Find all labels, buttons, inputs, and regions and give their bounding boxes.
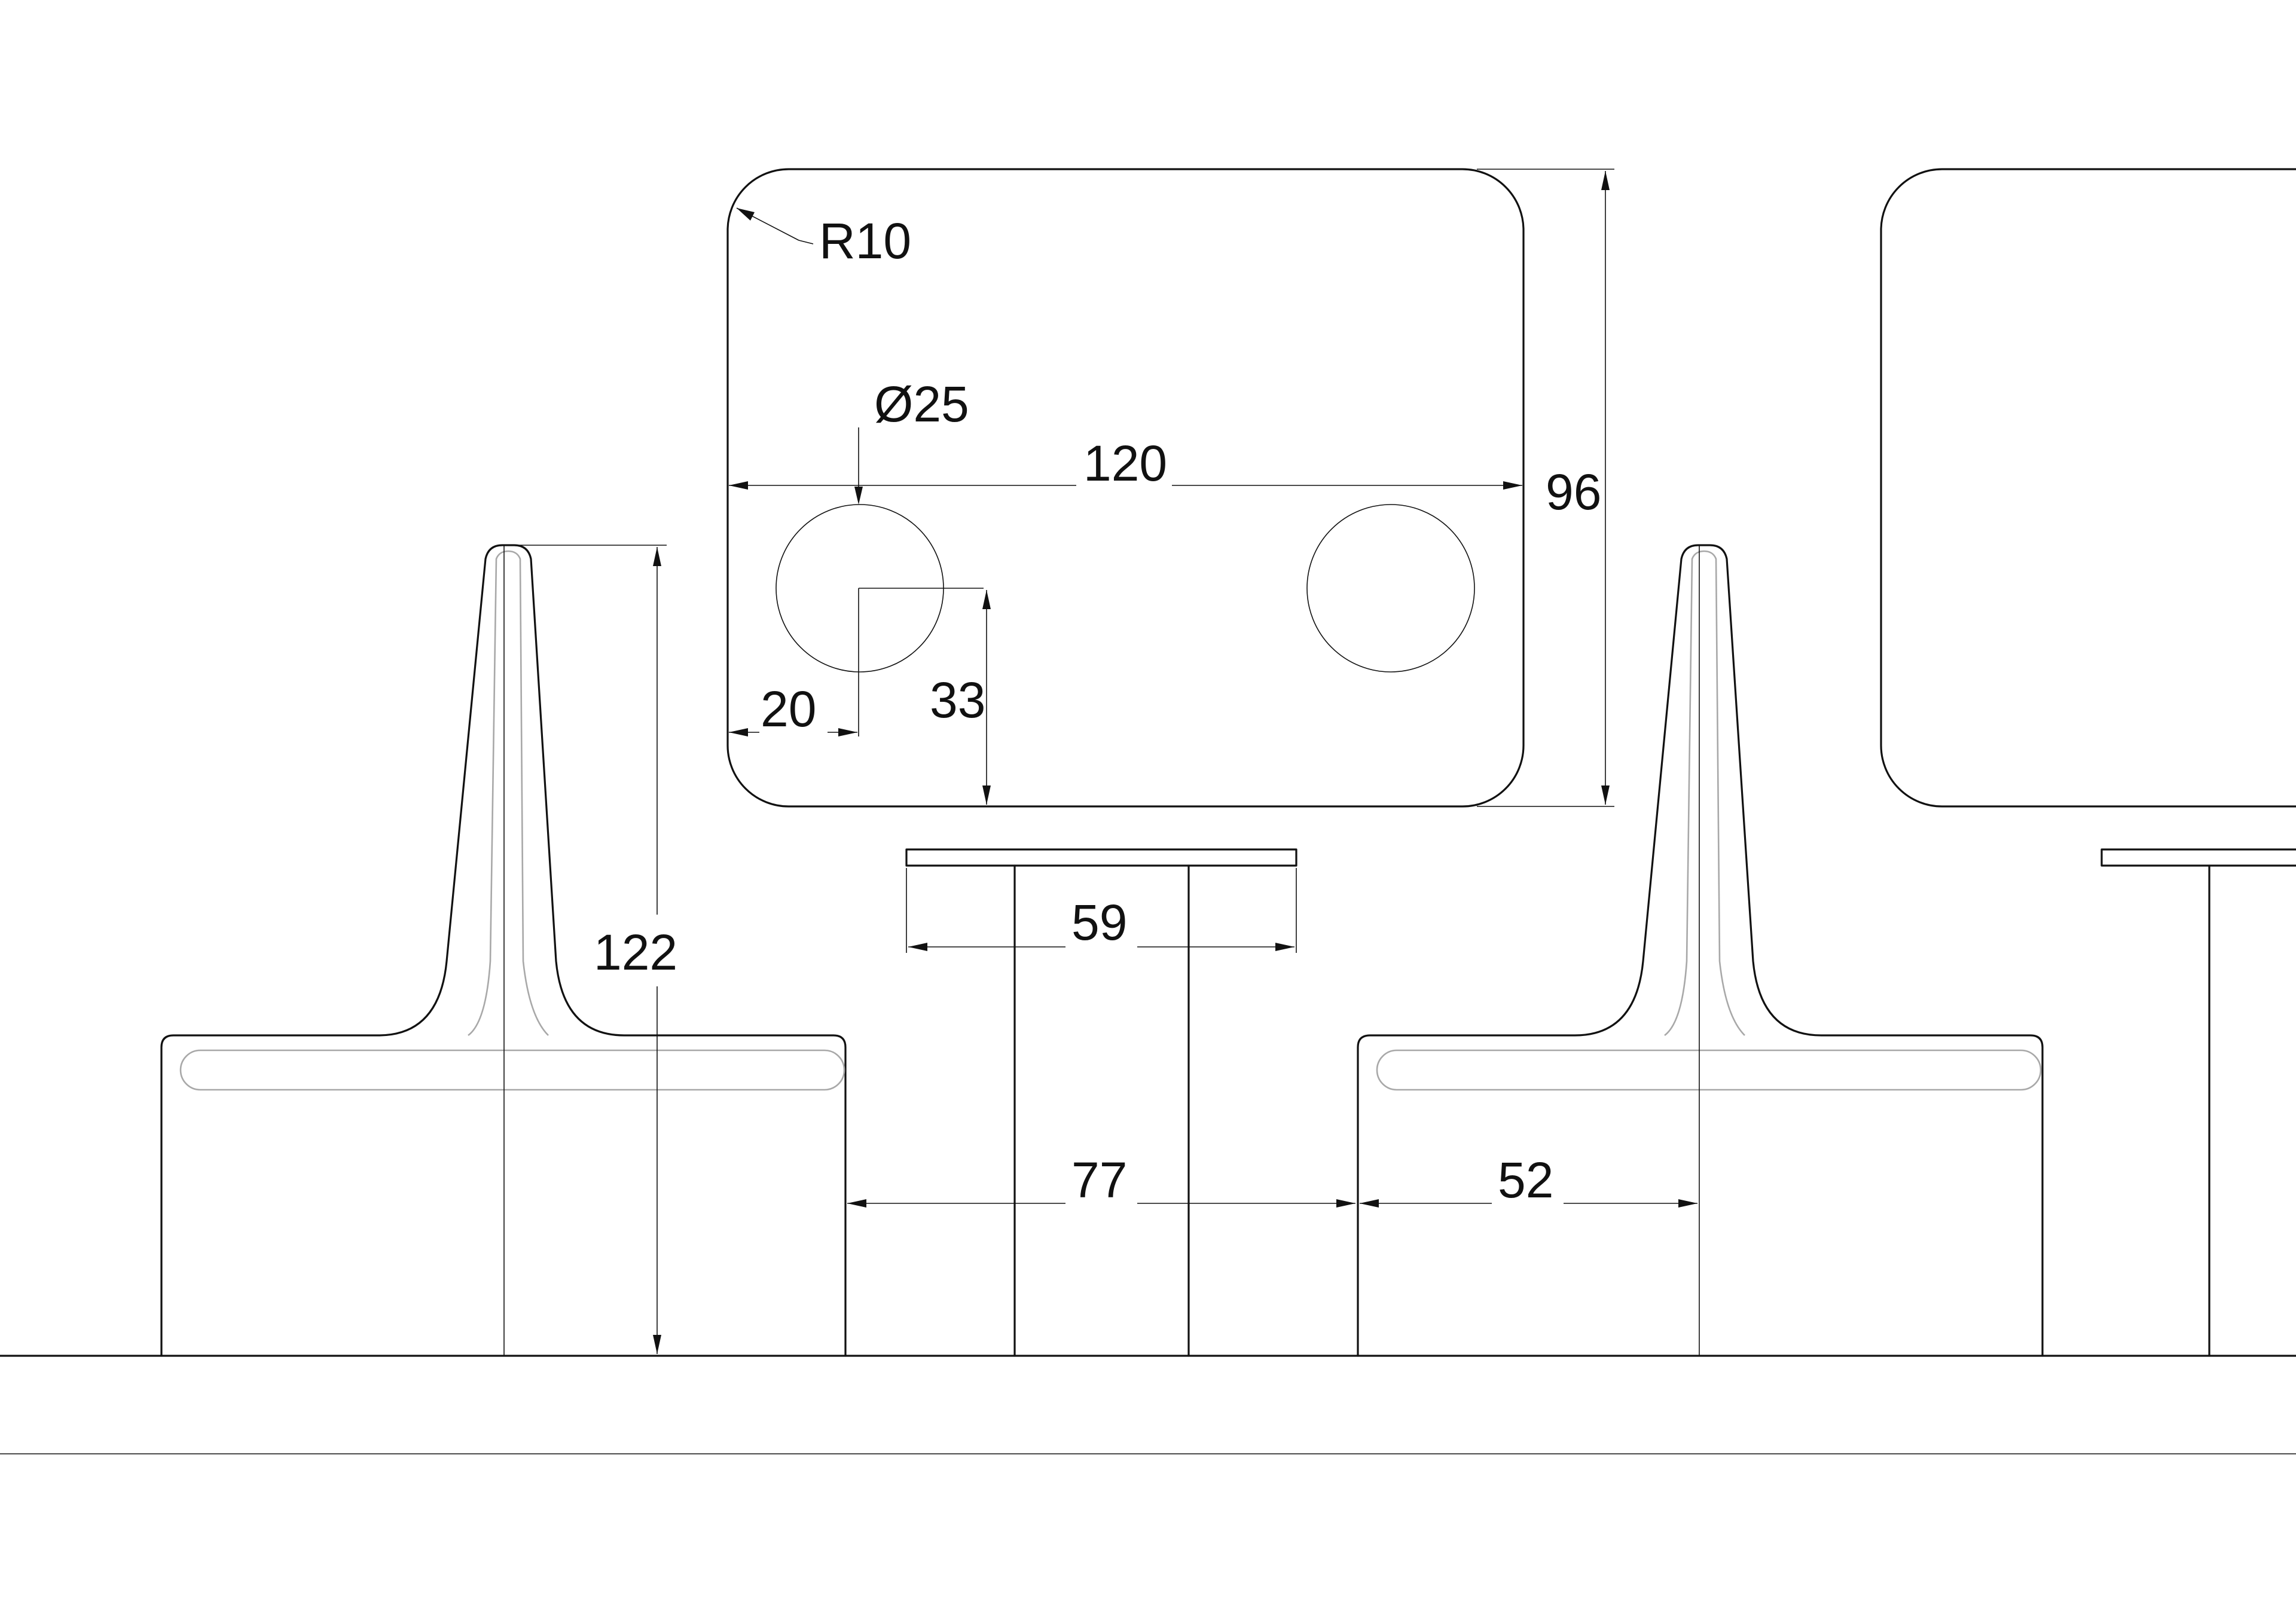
top-height-label: 96 xyxy=(1546,464,1601,520)
booth-seat-right-outline xyxy=(1357,544,2044,1357)
radius-callout: R10 xyxy=(736,207,911,269)
top-width-label: 120 xyxy=(1083,435,1167,491)
seat-depth-dimension: 52 xyxy=(1360,1152,1697,1208)
table-side-view: 59 xyxy=(905,848,1297,1357)
table-top-plan-view: R10 Ø25 120 96 xyxy=(726,168,1614,808)
table-clearance-label: 77 xyxy=(1071,1152,1127,1208)
seat-depth-label: 52 xyxy=(1498,1152,1553,1208)
hole-edge-offset-label: 20 xyxy=(761,681,816,737)
table-clearance-dimension: 77 xyxy=(847,1152,1355,1208)
hole-diameter-label: Ø25 xyxy=(874,376,969,432)
table-side-view-partial xyxy=(2100,848,2296,1357)
radius-label: R10 xyxy=(819,213,911,269)
hole-diameter-callout: Ø25 xyxy=(854,376,969,505)
table-top-side-partial xyxy=(2100,848,2296,867)
seatback-height-label: 122 xyxy=(594,924,677,980)
hole-edge-offset-dimension: 20 xyxy=(729,588,984,737)
hole-height-offset-dimension: 33 xyxy=(930,590,991,805)
top-height-dimension: 96 xyxy=(1477,169,1614,807)
top-width-dimension: 120 xyxy=(729,435,1522,491)
booth-seat-left-inner-contour xyxy=(468,550,549,1037)
hole-height-offset-label: 33 xyxy=(930,672,985,728)
table-hole-right xyxy=(1306,504,1475,673)
booth-seat-right-inner-contour xyxy=(1664,550,1745,1037)
table-top-width-dimension: 59 xyxy=(906,868,1297,953)
booth-seat-right xyxy=(1357,544,2044,1357)
booth-seat-right-slot xyxy=(1376,1049,2042,1091)
booth-seat-left xyxy=(160,544,847,1357)
table-top-outline xyxy=(726,168,1525,808)
table-top-side xyxy=(905,848,1297,867)
table-top-plan-view-partial xyxy=(1880,168,2296,808)
booth-seat-left-slot xyxy=(179,1049,845,1091)
table-top-width-label: 59 xyxy=(1071,894,1127,950)
seatback-height-dimension: 122 xyxy=(511,545,677,1354)
booth-seat-left-outline xyxy=(160,544,847,1357)
